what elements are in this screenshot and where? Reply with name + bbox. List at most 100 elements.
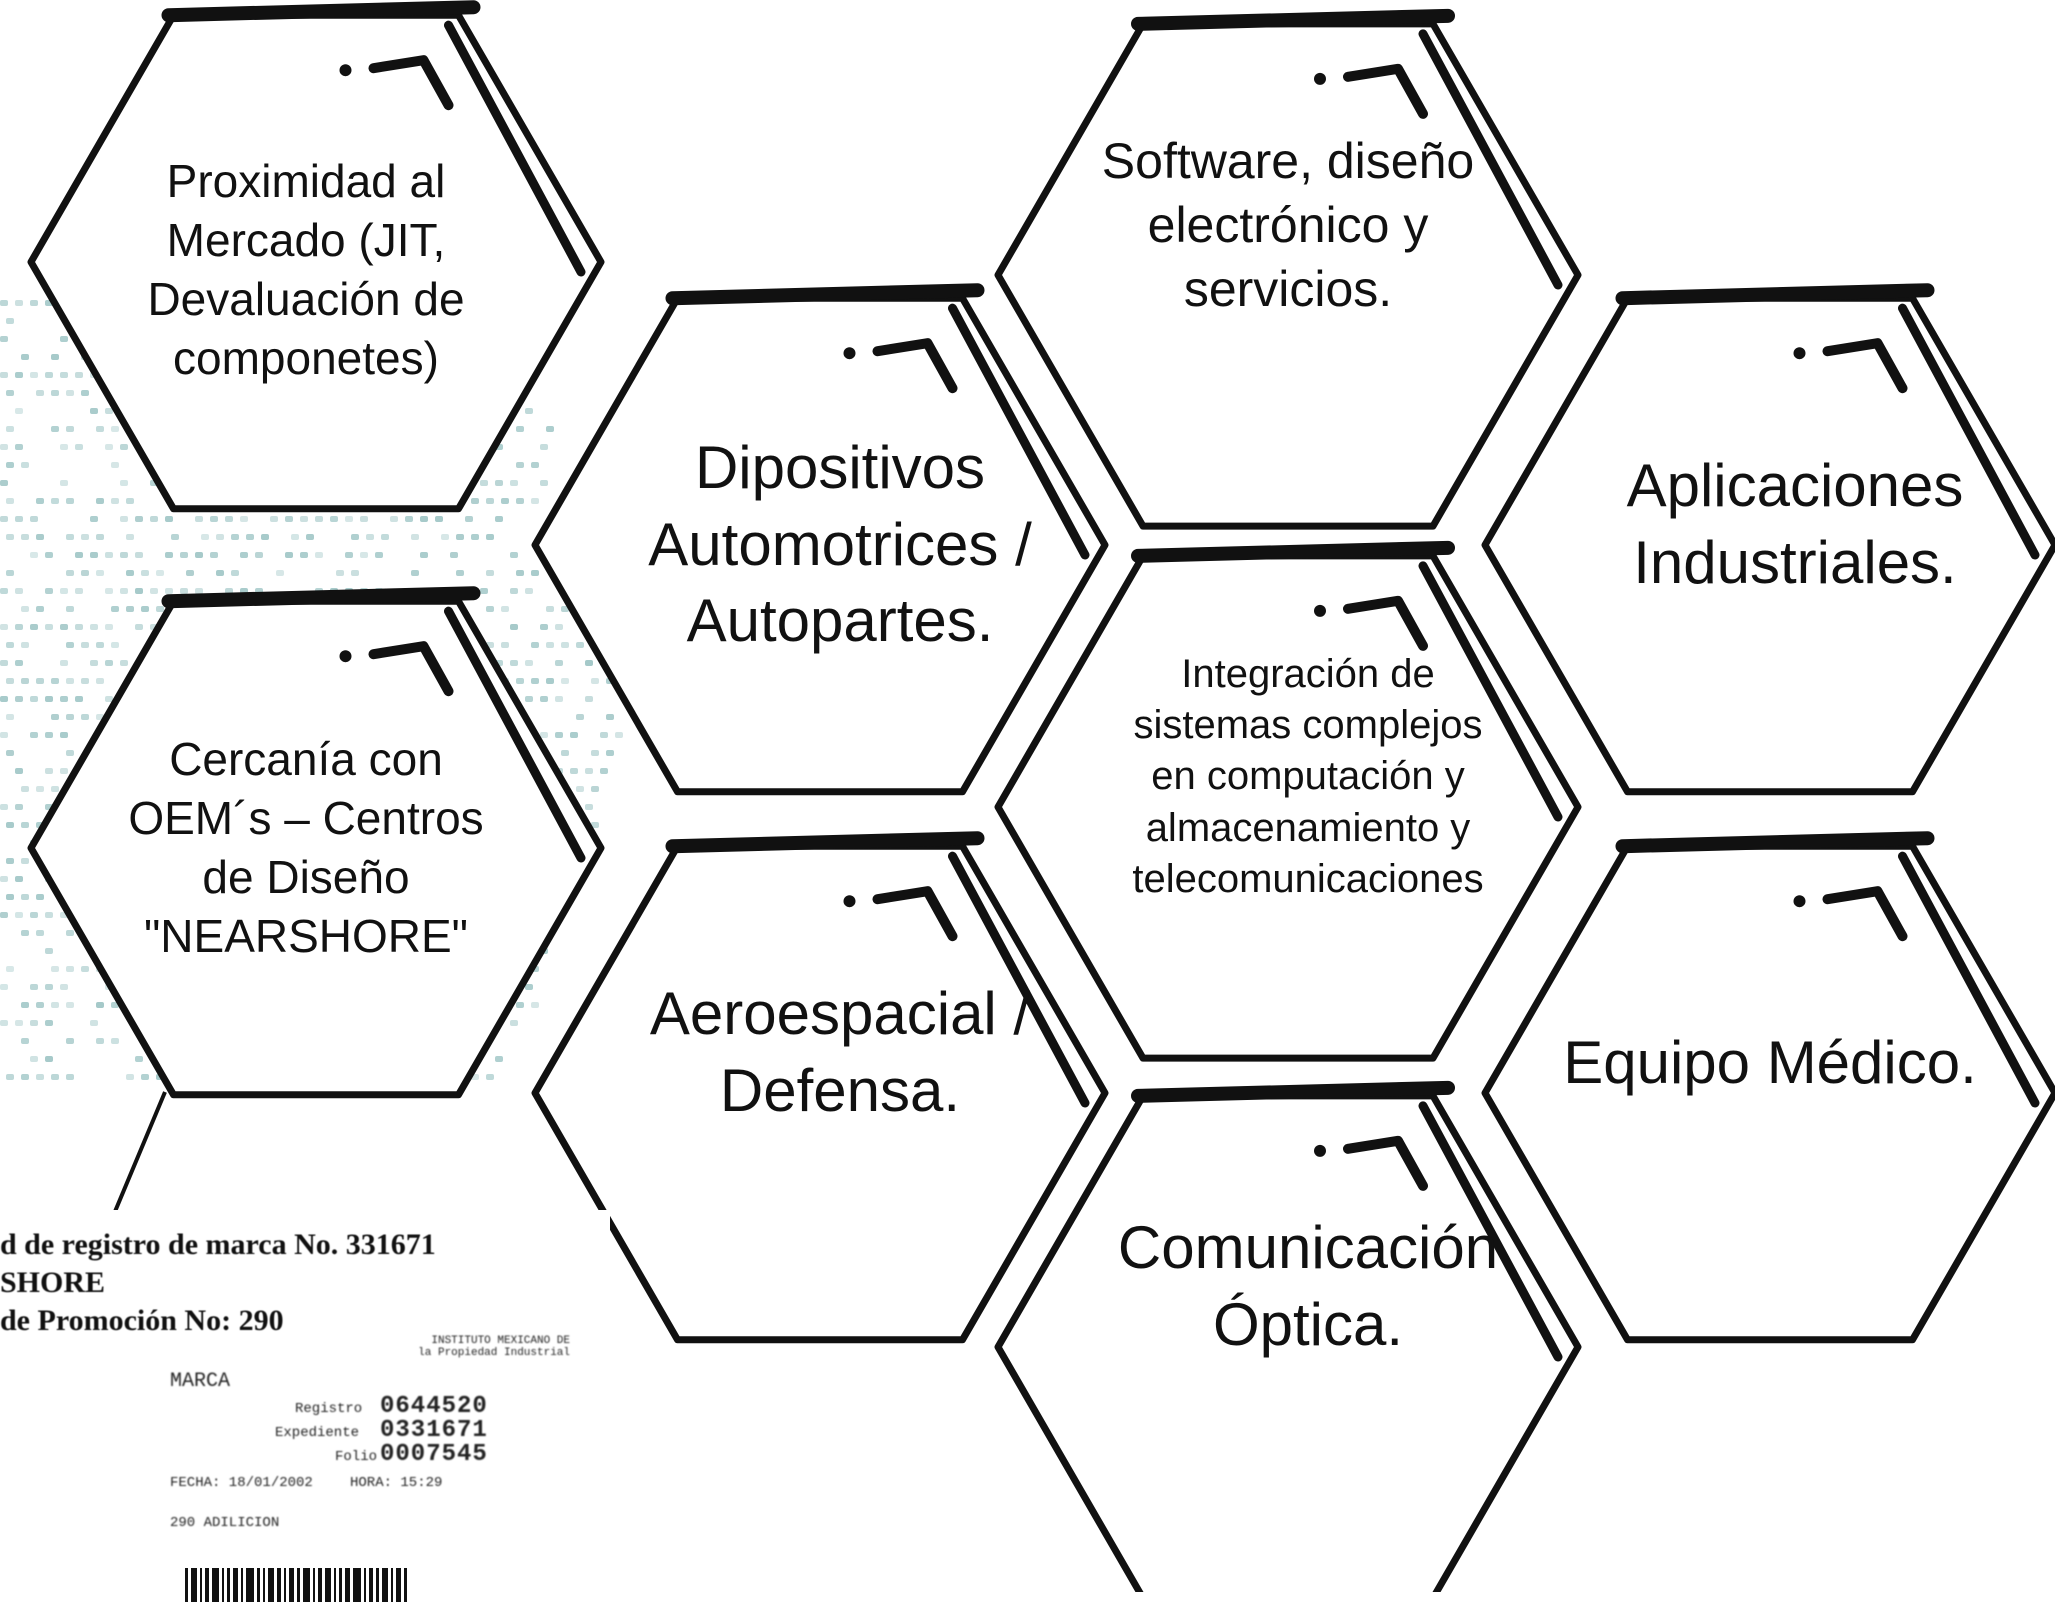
map-dot [135, 624, 143, 630]
map-dot [540, 732, 548, 738]
map-dot [411, 534, 419, 540]
trademark-certificate: d de registro de marca No. 331671 SHORE … [0, 1210, 610, 1602]
map-dot [6, 678, 14, 684]
hexagon-cercania [27, 586, 605, 1099]
map-dot [516, 462, 524, 468]
map-dot [150, 516, 158, 522]
map-dot [111, 462, 119, 468]
map-dot [0, 876, 8, 882]
map-dot [21, 930, 29, 936]
map-dot [516, 498, 524, 504]
map-dot [0, 912, 8, 918]
map-dot [60, 624, 68, 630]
map-dot [66, 1074, 74, 1080]
map-dot [300, 552, 308, 558]
map-dot [531, 462, 539, 468]
map-dot [150, 588, 158, 594]
map-dot [105, 552, 113, 558]
hexagon-label-proximidad: Proximidad al Mercado (JIT, Devaluación … [147, 155, 465, 384]
map-dot [66, 606, 74, 612]
map-dot [36, 786, 44, 792]
slip-folio-label: Folio [335, 1449, 378, 1465]
hexagon-top-stroke [1131, 1080, 1455, 1103]
barcode-bar [205, 1568, 209, 1602]
map-dot [45, 624, 53, 630]
map-dot [51, 426, 59, 432]
map-dot [600, 768, 608, 774]
map-dot [465, 516, 473, 522]
map-dot [555, 660, 563, 666]
map-dot [0, 696, 8, 702]
map-dot [591, 822, 599, 828]
map-dot [21, 606, 29, 612]
map-dot [15, 768, 23, 774]
map-dot [216, 534, 224, 540]
map-dot [66, 1002, 74, 1008]
map-dot [66, 570, 74, 576]
map-dot [45, 948, 53, 954]
map-dot [381, 534, 389, 540]
map-dot [6, 750, 14, 756]
map-dot [570, 768, 578, 774]
map-dot [126, 534, 134, 540]
map-dot [0, 804, 8, 810]
hexagon-top-stroke [665, 283, 985, 306]
map-dot [441, 534, 449, 540]
map-dot [306, 534, 314, 540]
map-dot [111, 606, 119, 612]
hexagon-corner-mark [368, 55, 454, 111]
map-dot [135, 552, 143, 558]
map-dot [105, 588, 113, 594]
hexagon-corner-dot [1314, 1144, 1326, 1157]
hexagon-corner-mark [368, 641, 454, 697]
map-dot [60, 480, 68, 486]
slip-registro-label: Registro [295, 1401, 363, 1417]
hexagon-top-stroke [161, 0, 481, 23]
map-dot [165, 588, 173, 594]
map-dot [255, 552, 263, 558]
map-dot [51, 678, 59, 684]
map-dot [120, 480, 128, 486]
barcode-bar [313, 1568, 315, 1602]
map-dot [591, 786, 599, 792]
map-dot [30, 984, 38, 990]
hexagon-label-automotrices: Dipositivos Automotrices / Autopartes. [648, 433, 1032, 655]
map-dot [96, 1038, 104, 1044]
hexagon-top-stroke [1615, 831, 1935, 854]
map-dot [66, 714, 74, 720]
map-dot [66, 642, 74, 648]
map-dot [510, 552, 518, 558]
map-dot [486, 534, 494, 540]
map-dot [315, 516, 323, 522]
map-dot [51, 390, 59, 396]
map-dot [531, 678, 539, 684]
map-dot [75, 372, 83, 378]
map-dot [51, 966, 59, 972]
map-dot [51, 498, 59, 504]
hexagon-medico [1481, 831, 2055, 1344]
map-dot [135, 1056, 143, 1062]
map-dot [561, 750, 569, 756]
map-dot [0, 516, 8, 522]
map-dot [6, 318, 14, 324]
map-dot [60, 732, 68, 738]
hexagon-label-integracion: Integración de sistemas complejos en com… [1132, 652, 1484, 901]
map-dot [285, 516, 293, 522]
map-dot [480, 588, 488, 594]
barcode-bar [339, 1568, 342, 1602]
map-dot [6, 570, 14, 576]
hexagon-top-stroke [665, 831, 985, 854]
map-dot [45, 696, 53, 702]
map-dot [105, 444, 113, 450]
map-dot [531, 570, 539, 576]
certificate-promotion-line: de Promoción No: 290 [0, 1304, 284, 1337]
hexagon-aeroespacial [531, 831, 1109, 1344]
map-dot [96, 570, 104, 576]
map-dot [105, 696, 113, 702]
hexagon-corner-mark [1822, 338, 1908, 394]
map-dot [30, 732, 38, 738]
map-dot [0, 984, 8, 990]
map-dot [96, 534, 104, 540]
hexagon-top-stroke [161, 586, 481, 609]
barcode-bar [376, 1568, 379, 1602]
